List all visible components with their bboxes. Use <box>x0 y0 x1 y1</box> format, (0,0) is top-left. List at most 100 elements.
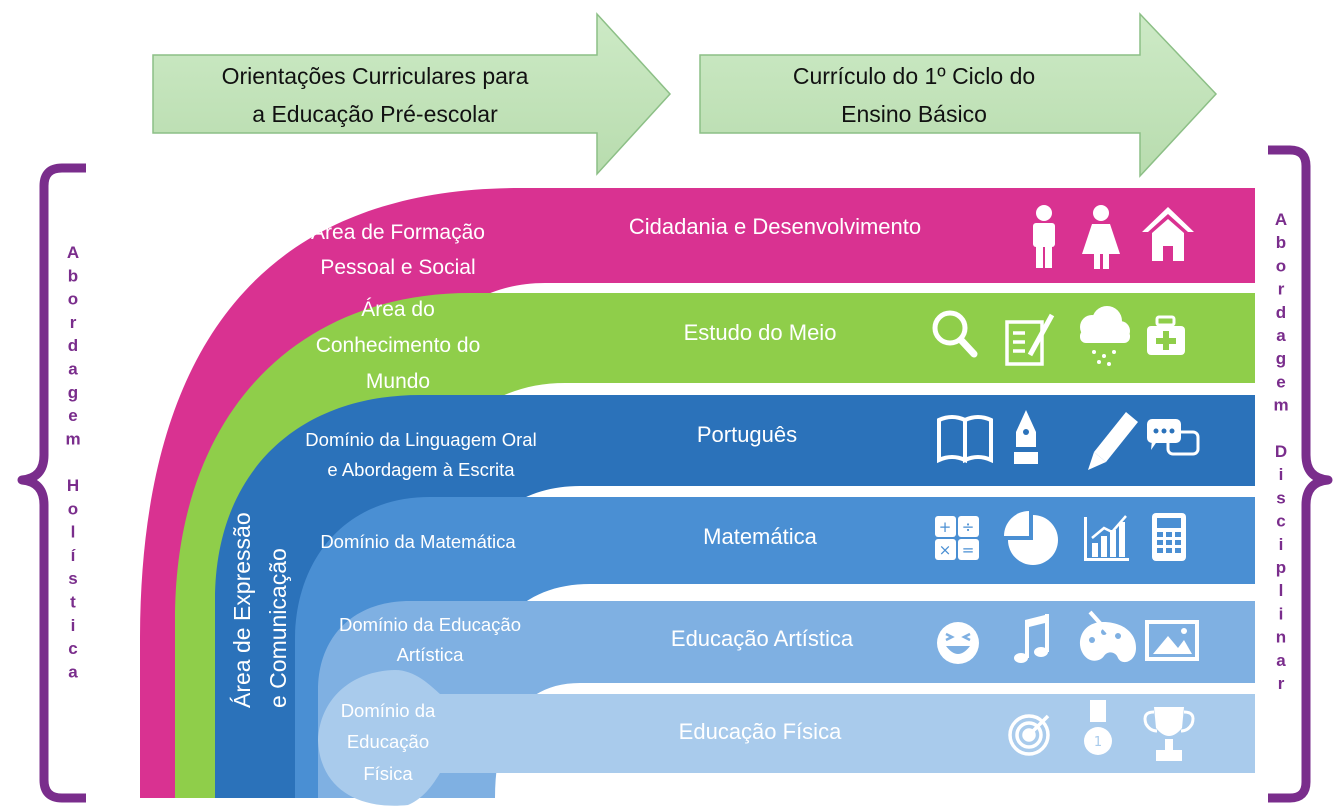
svg-text:Educação: Educação <box>347 731 429 752</box>
area-matematica-label: Domínio da Matemática <box>320 531 516 552</box>
laughing-face-icon <box>937 622 979 664</box>
chat-bubbles-icon <box>1147 419 1200 456</box>
first-aid-kit-icon <box>1147 315 1185 355</box>
side-letter: m <box>1273 396 1288 415</box>
arch-artistica <box>318 601 1255 798</box>
side-letter: r <box>1278 280 1285 299</box>
svg-text:×: × <box>939 541 952 559</box>
svg-text:e Abordagem à Escrita: e Abordagem à Escrita <box>327 459 515 480</box>
side-letter: i <box>71 616 76 635</box>
svg-text:Pessoal e Social: Pessoal e Social <box>320 256 475 279</box>
side-letter: i <box>1279 465 1284 484</box>
svg-text:Área de Expressão: Área de Expressão <box>229 512 255 708</box>
side-letter: D <box>1275 442 1287 461</box>
arch-linguagem <box>215 395 1255 798</box>
calculator-icon <box>1152 513 1186 561</box>
discipline-portugues: Português <box>697 422 797 447</box>
side-letter: c <box>68 639 77 658</box>
svg-text:Física: Física <box>363 763 413 784</box>
svg-text:Mundo: Mundo <box>366 370 430 393</box>
left-label-abordagem-holistica: Abordagem HolísticaAbordagemHolística <box>65 243 80 681</box>
woman-icon <box>1082 205 1120 269</box>
arrow-ensino-basico-line1: Currículo do 1º Ciclo do <box>793 63 1035 89</box>
svg-text:Domínio da Linguagem Oral: Domínio da Linguagem Oral <box>305 429 536 450</box>
pencil-icon <box>1088 412 1138 470</box>
discipline-educacao-artistica: Educação Artística <box>671 626 854 651</box>
side-letter: c <box>1276 512 1285 531</box>
discipline-matematica: Matemática <box>703 524 817 549</box>
svg-text:Área de Formação: Área de Formação <box>311 221 485 244</box>
svg-text:Domínio da Matemática: Domínio da Matemática <box>320 531 516 552</box>
side-letter: s <box>1276 488 1285 507</box>
right-label-abordagem-disciplinar: Abordagem DisciplinarAbordagemDisciplina… <box>1273 210 1288 693</box>
svg-text:Conhecimento do: Conhecimento do <box>316 334 481 357</box>
discipline-educacao-fisica: Educação Física <box>679 719 842 744</box>
discipline-estudo-meio: Estudo do Meio <box>684 320 837 345</box>
magnifier-icon <box>932 310 978 358</box>
area-conhecimento-label: Área do Conhecimento do Mundo <box>316 298 481 393</box>
calculator-keys-icon: + ÷ × = <box>935 516 979 560</box>
side-letter: a <box>68 360 78 379</box>
arrow-pre-escolar: Orientações Curriculares para a Educação… <box>152 12 672 176</box>
side-letter: o <box>68 499 78 518</box>
side-letter: r <box>70 313 77 332</box>
side-letter: A <box>1275 210 1287 229</box>
discipline-cidadania: Cidadania e Desenvolvimento <box>629 214 921 239</box>
arrow-pre-escolar-line1: Orientações Curriculares para <box>222 63 529 89</box>
side-letter: d <box>1276 303 1286 322</box>
left-bracket <box>17 163 86 803</box>
svg-text:Artística: Artística <box>397 644 465 665</box>
side-letter: s <box>68 569 77 588</box>
side-letter: e <box>68 406 77 425</box>
area-fisica-label: Domínio da Educação Física <box>341 700 436 784</box>
side-letter: o <box>1276 256 1286 275</box>
area-expressao-label: Área de Expressão e Comunicação <box>229 512 291 708</box>
side-letter: g <box>1276 349 1286 368</box>
side-letter: m <box>65 429 80 448</box>
side-letter: a <box>1276 651 1286 670</box>
target-icon <box>1008 714 1050 756</box>
arrow-ensino-basico: Currículo do 1º Ciclo do Ensino Básico <box>699 12 1218 178</box>
side-letter: i <box>1279 604 1284 623</box>
svg-text:e Comunicação: e Comunicação <box>265 548 291 708</box>
rain-cloud-icon <box>1080 306 1130 366</box>
side-letter: e <box>1276 372 1285 391</box>
side-letter: H <box>67 476 79 495</box>
side-letter: b <box>68 266 78 285</box>
area-artistica-label: Domínio da Educação Artística <box>339 614 521 665</box>
side-letter: a <box>68 662 78 681</box>
side-letter: l <box>71 523 76 542</box>
arrow-ensino-basico-line2: Ensino Básico <box>841 101 987 127</box>
paint-palette-icon <box>1079 610 1136 663</box>
side-letter: o <box>68 290 78 309</box>
music-note-icon <box>1014 614 1049 663</box>
area-linguagem-label: Domínio da Linguagem Oral e Abordagem à … <box>305 429 536 480</box>
side-letter: a <box>1276 326 1286 345</box>
svg-text:Domínio da Educação: Domínio da Educação <box>339 614 521 635</box>
house-icon <box>1142 207 1194 261</box>
side-letter: l <box>1279 581 1284 600</box>
side-letter: g <box>68 383 78 402</box>
arrow-pre-escolar-line2: a Educação Pré-escolar <box>252 101 498 127</box>
area-formacao-label: Área de Formação Pessoal e Social <box>311 221 485 279</box>
medal-icon: 1 <box>1084 700 1112 755</box>
svg-text:Área do: Área do <box>361 298 435 321</box>
side-letter: t <box>70 593 76 612</box>
svg-text:+: + <box>939 518 952 536</box>
side-letter: b <box>1276 233 1286 252</box>
svg-text:1: 1 <box>1094 735 1102 750</box>
picture-icon <box>1145 620 1199 661</box>
svg-text:=: = <box>962 541 975 559</box>
trophy-icon <box>1143 707 1195 761</box>
man-icon <box>1033 205 1055 268</box>
side-letter: r <box>1278 674 1285 693</box>
right-bracket <box>1268 145 1333 803</box>
pie-chart-icon <box>1004 511 1058 565</box>
open-book-icon <box>937 415 993 464</box>
bar-chart-icon <box>1084 515 1129 561</box>
side-letter: i <box>1279 535 1284 554</box>
side-letter: A <box>67 243 79 262</box>
arch-fisica <box>318 670 1255 806</box>
notebook-pen-icon <box>1005 313 1055 366</box>
